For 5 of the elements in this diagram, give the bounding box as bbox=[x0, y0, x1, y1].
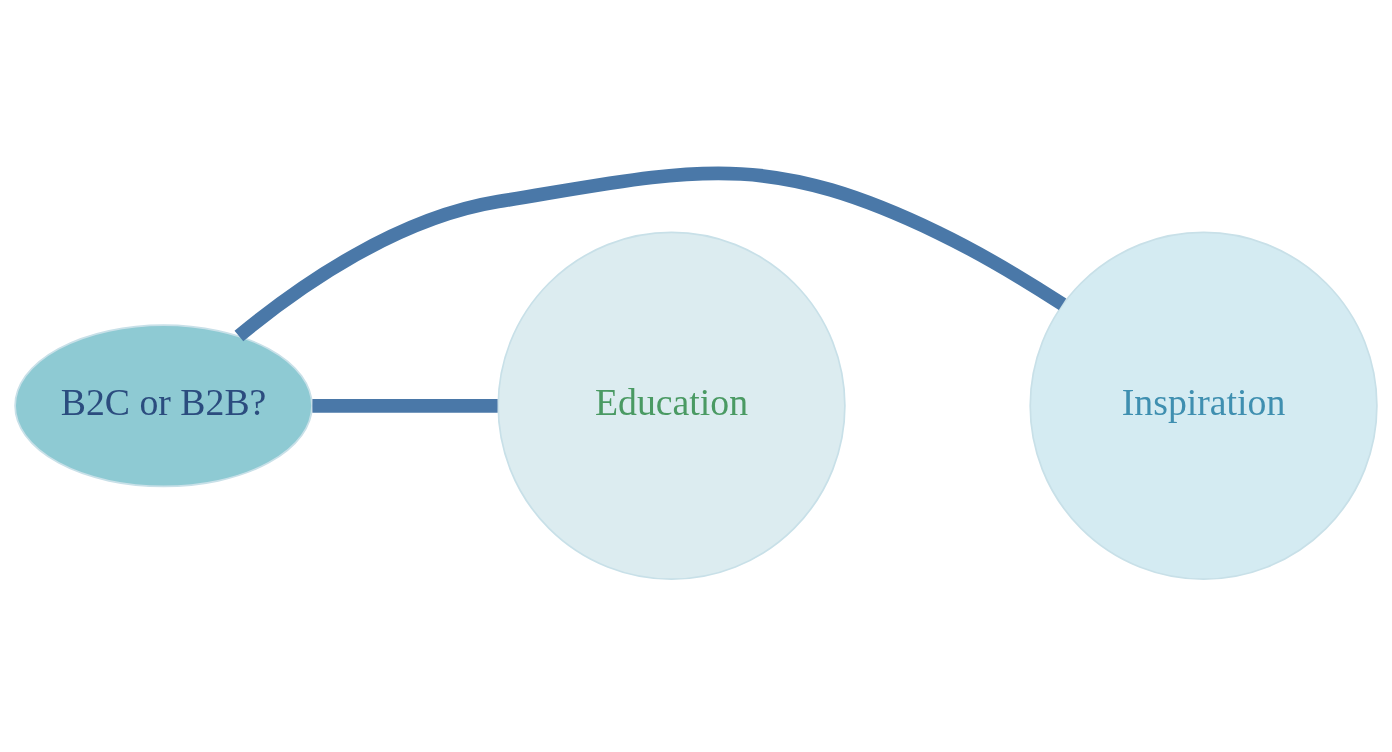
node-circle: Education bbox=[497, 231, 846, 580]
node-ellipse: B2C or B2B? bbox=[14, 324, 313, 488]
node-circle: Inspiration bbox=[1029, 231, 1378, 580]
connector bbox=[312, 398, 498, 413]
connector bbox=[234, 166, 1067, 342]
